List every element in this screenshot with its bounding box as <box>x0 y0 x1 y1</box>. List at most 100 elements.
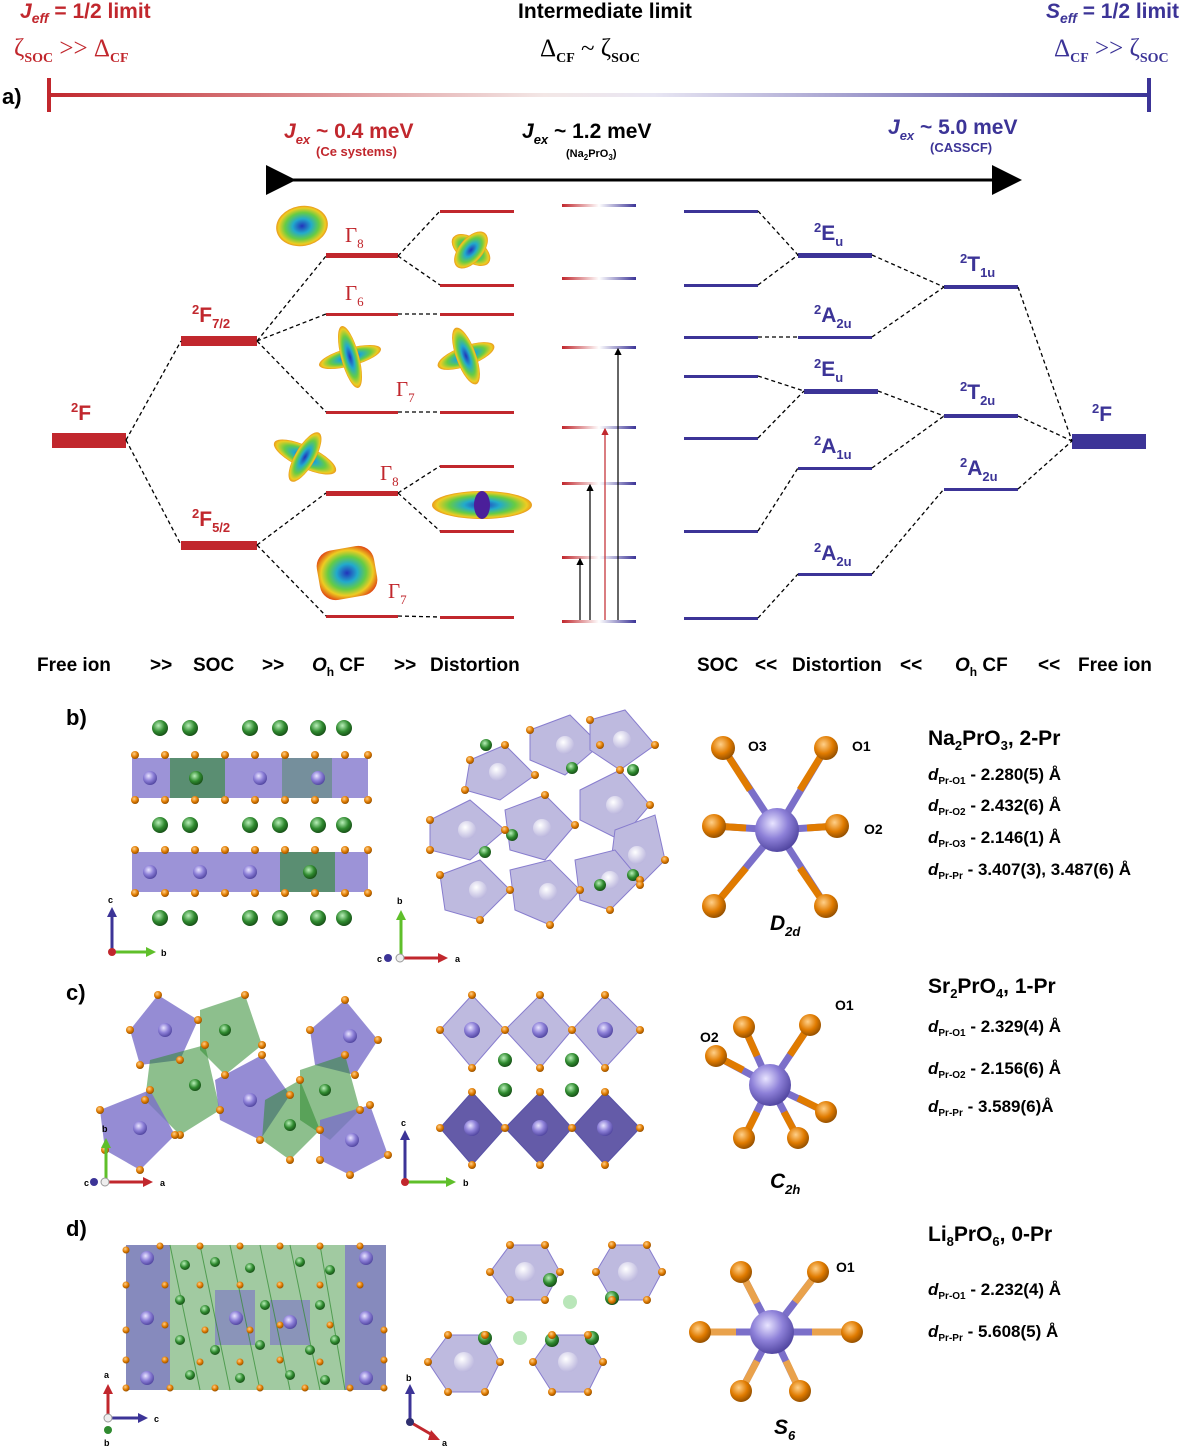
free-ion-label-left: 2F <box>71 400 91 425</box>
axes-c2: c b <box>400 1118 469 1188</box>
compound-li8pro6: Li8PrO6, 0-Pr <box>928 1223 1052 1249</box>
a2u-top-label: 2A2u <box>814 302 852 331</box>
hier-left-7: Distortion <box>430 655 520 676</box>
dist-c-2: dPr-Pr - 3.589(6)Å <box>928 1097 1054 1119</box>
a2u-bot-label: 2A2u <box>814 540 852 569</box>
axes-b2: b c a <box>377 896 461 964</box>
svg-text:a: a <box>442 1438 448 1448</box>
gamma7-bot-level <box>326 615 398 618</box>
gamma8-bot-level <box>326 491 398 496</box>
hier-left-6: >> <box>394 655 416 676</box>
f72-label: 2F7/2 <box>192 302 230 331</box>
middle-levels <box>562 204 636 623</box>
orbital-gamma8-top <box>276 205 328 247</box>
panel-b-label: b) <box>66 705 87 730</box>
a1u-label: 2A1u <box>814 433 852 462</box>
left-limit-title: Jeff = 1/2 limit <box>20 0 151 26</box>
gamma8-bot-label: Γ8 <box>380 461 399 489</box>
free-ion-label-right: 2F <box>1092 401 1112 426</box>
na2pro3-layered-view <box>131 720 372 926</box>
hier-right-2: << <box>755 655 777 676</box>
panel-a-headers: Jeff = 1/2 limit ζSOC >> ΔCF Intermediat… <box>2 0 1179 195</box>
hier-right-3: Distortion <box>792 655 882 676</box>
jex-mid-note: (Na2PrO3) <box>566 148 617 162</box>
svg-text:b: b <box>161 948 167 958</box>
dist-c-0: dPr-O1 - 2.329(4) Å <box>928 1017 1061 1039</box>
orbital-gamma8-bot-distorted <box>432 491 532 519</box>
eu-top-level <box>798 253 872 258</box>
dist-c-1: dPr-O2 - 2.156(6) Å <box>928 1059 1061 1081</box>
left-limit-relation: ζSOC >> ΔCF <box>14 35 129 66</box>
li8pro6-extended-view <box>122 1242 388 1392</box>
hier-left-3: SOC <box>193 655 234 676</box>
a1u-level <box>798 467 872 470</box>
eu-top-label: 2Eu <box>814 220 843 249</box>
panel-c: c) <box>66 975 1061 1197</box>
dist-d-1: dPr-Pr - 5.608(5) Å <box>928 1322 1058 1344</box>
right-level-diagram: 2Eu 2A2u 2Eu 2A1u 2A2u 2T1u 2T2u 2A2u 2F <box>684 210 1146 620</box>
mid-limit-relation: ΔCF ~ ζSOC <box>540 35 640 66</box>
dist-b-3: dPr-Pr - 3.407(3), 3.487(6) Å <box>928 860 1131 882</box>
middle-level-diagram <box>562 204 636 623</box>
hier-left-5: Oh CF <box>312 655 365 679</box>
panel-b: b) <box>66 705 1131 964</box>
jex-right-note: (CASSCF) <box>930 140 992 155</box>
svg-text:c: c <box>154 1414 159 1424</box>
dist-b-2: dPr-O3 - 2.146(1) Å <box>928 828 1061 850</box>
a2u-oh-label: 2A2u <box>960 455 998 484</box>
axes-d2: b a <box>405 1373 448 1448</box>
left-level-diagram: 2F 2F7/2 2F5/2 Γ8 Γ6 Γ7 Γ8 Γ7 <box>52 205 532 619</box>
na2pro3-hex-view <box>426 709 669 929</box>
gamma6-label: Γ6 <box>345 281 364 309</box>
jex-right: Jex ~ 5.0 meV <box>888 116 1017 143</box>
mid-limit-title: Intermediate limit <box>518 0 692 23</box>
site-o2-c: O2 <box>700 1029 719 1045</box>
site-o2-b: O2 <box>864 821 883 837</box>
orbital-gamma8-bot <box>273 432 337 482</box>
symmetry-s6: S6 <box>774 1416 796 1443</box>
limit-bar-right-tick <box>1147 78 1151 112</box>
hierarchy-labels: Free ion >> SOC >> Oh CF >> Distortion S… <box>37 655 1152 679</box>
t2u-level <box>944 414 1018 418</box>
distortion-levels-left <box>440 210 514 619</box>
site-o1-c: O1 <box>835 997 854 1013</box>
jex-left: Jex ~ 0.4 meV <box>284 120 413 147</box>
t2u-label: 2T2u <box>960 379 995 408</box>
dist-b-1: dPr-O2 - 2.432(6) Å <box>928 796 1061 818</box>
gamma7-top-label: Γ7 <box>396 377 415 405</box>
f52-label: 2F5/2 <box>192 506 230 535</box>
s6-coordination: O1 S6 <box>689 1259 863 1443</box>
gamma8-top-level <box>326 253 398 258</box>
transition-arrows <box>576 347 622 620</box>
li8pro6-info: Li8PrO6, 0-Pr dPr-O1 - 2.232(4) Å dPr-Pr… <box>928 1223 1061 1344</box>
svg-text:b: b <box>463 1178 469 1188</box>
svg-text:c: c <box>108 895 113 905</box>
f72-level <box>181 336 257 346</box>
a2u-oh-level <box>944 488 1018 491</box>
li8pro6-isolated-view <box>424 1241 666 1396</box>
limit-bar-left-tick <box>47 78 51 112</box>
panel-d-label: d) <box>66 1216 87 1241</box>
eu-mid-level <box>804 389 878 394</box>
hier-right-4: << <box>900 655 922 676</box>
hier-right-1: SOC <box>697 655 738 676</box>
t1u-label: 2T1u <box>960 251 995 280</box>
gamma6-level <box>326 313 398 316</box>
hier-left-1: Free ion <box>37 655 111 676</box>
sr2pro4-info: Sr2PrO4, 1-Pr dPr-O1 - 2.329(4) Å dPr-O2… <box>928 975 1061 1119</box>
symmetry-d2d: D2d <box>770 912 801 939</box>
right-limit-title: Seff = 1/2 limit <box>1046 0 1179 26</box>
panel-a-label: a) <box>2 84 22 109</box>
axes-b1: c b <box>107 895 167 958</box>
free-ion-level-left <box>52 433 126 448</box>
limit-gradient-bar <box>48 93 1150 97</box>
sr2pro4-layer-view <box>436 991 644 1169</box>
gamma7-bot-label: Γ7 <box>388 579 407 607</box>
jex-left-note: (Ce systems) <box>316 144 397 159</box>
hier-left-2: >> <box>150 655 172 676</box>
svg-text:a: a <box>160 1178 166 1188</box>
orbital-gamma7-top <box>319 326 381 388</box>
axes-c1: b c a <box>84 1124 166 1188</box>
site-o1-d: O1 <box>836 1259 855 1275</box>
